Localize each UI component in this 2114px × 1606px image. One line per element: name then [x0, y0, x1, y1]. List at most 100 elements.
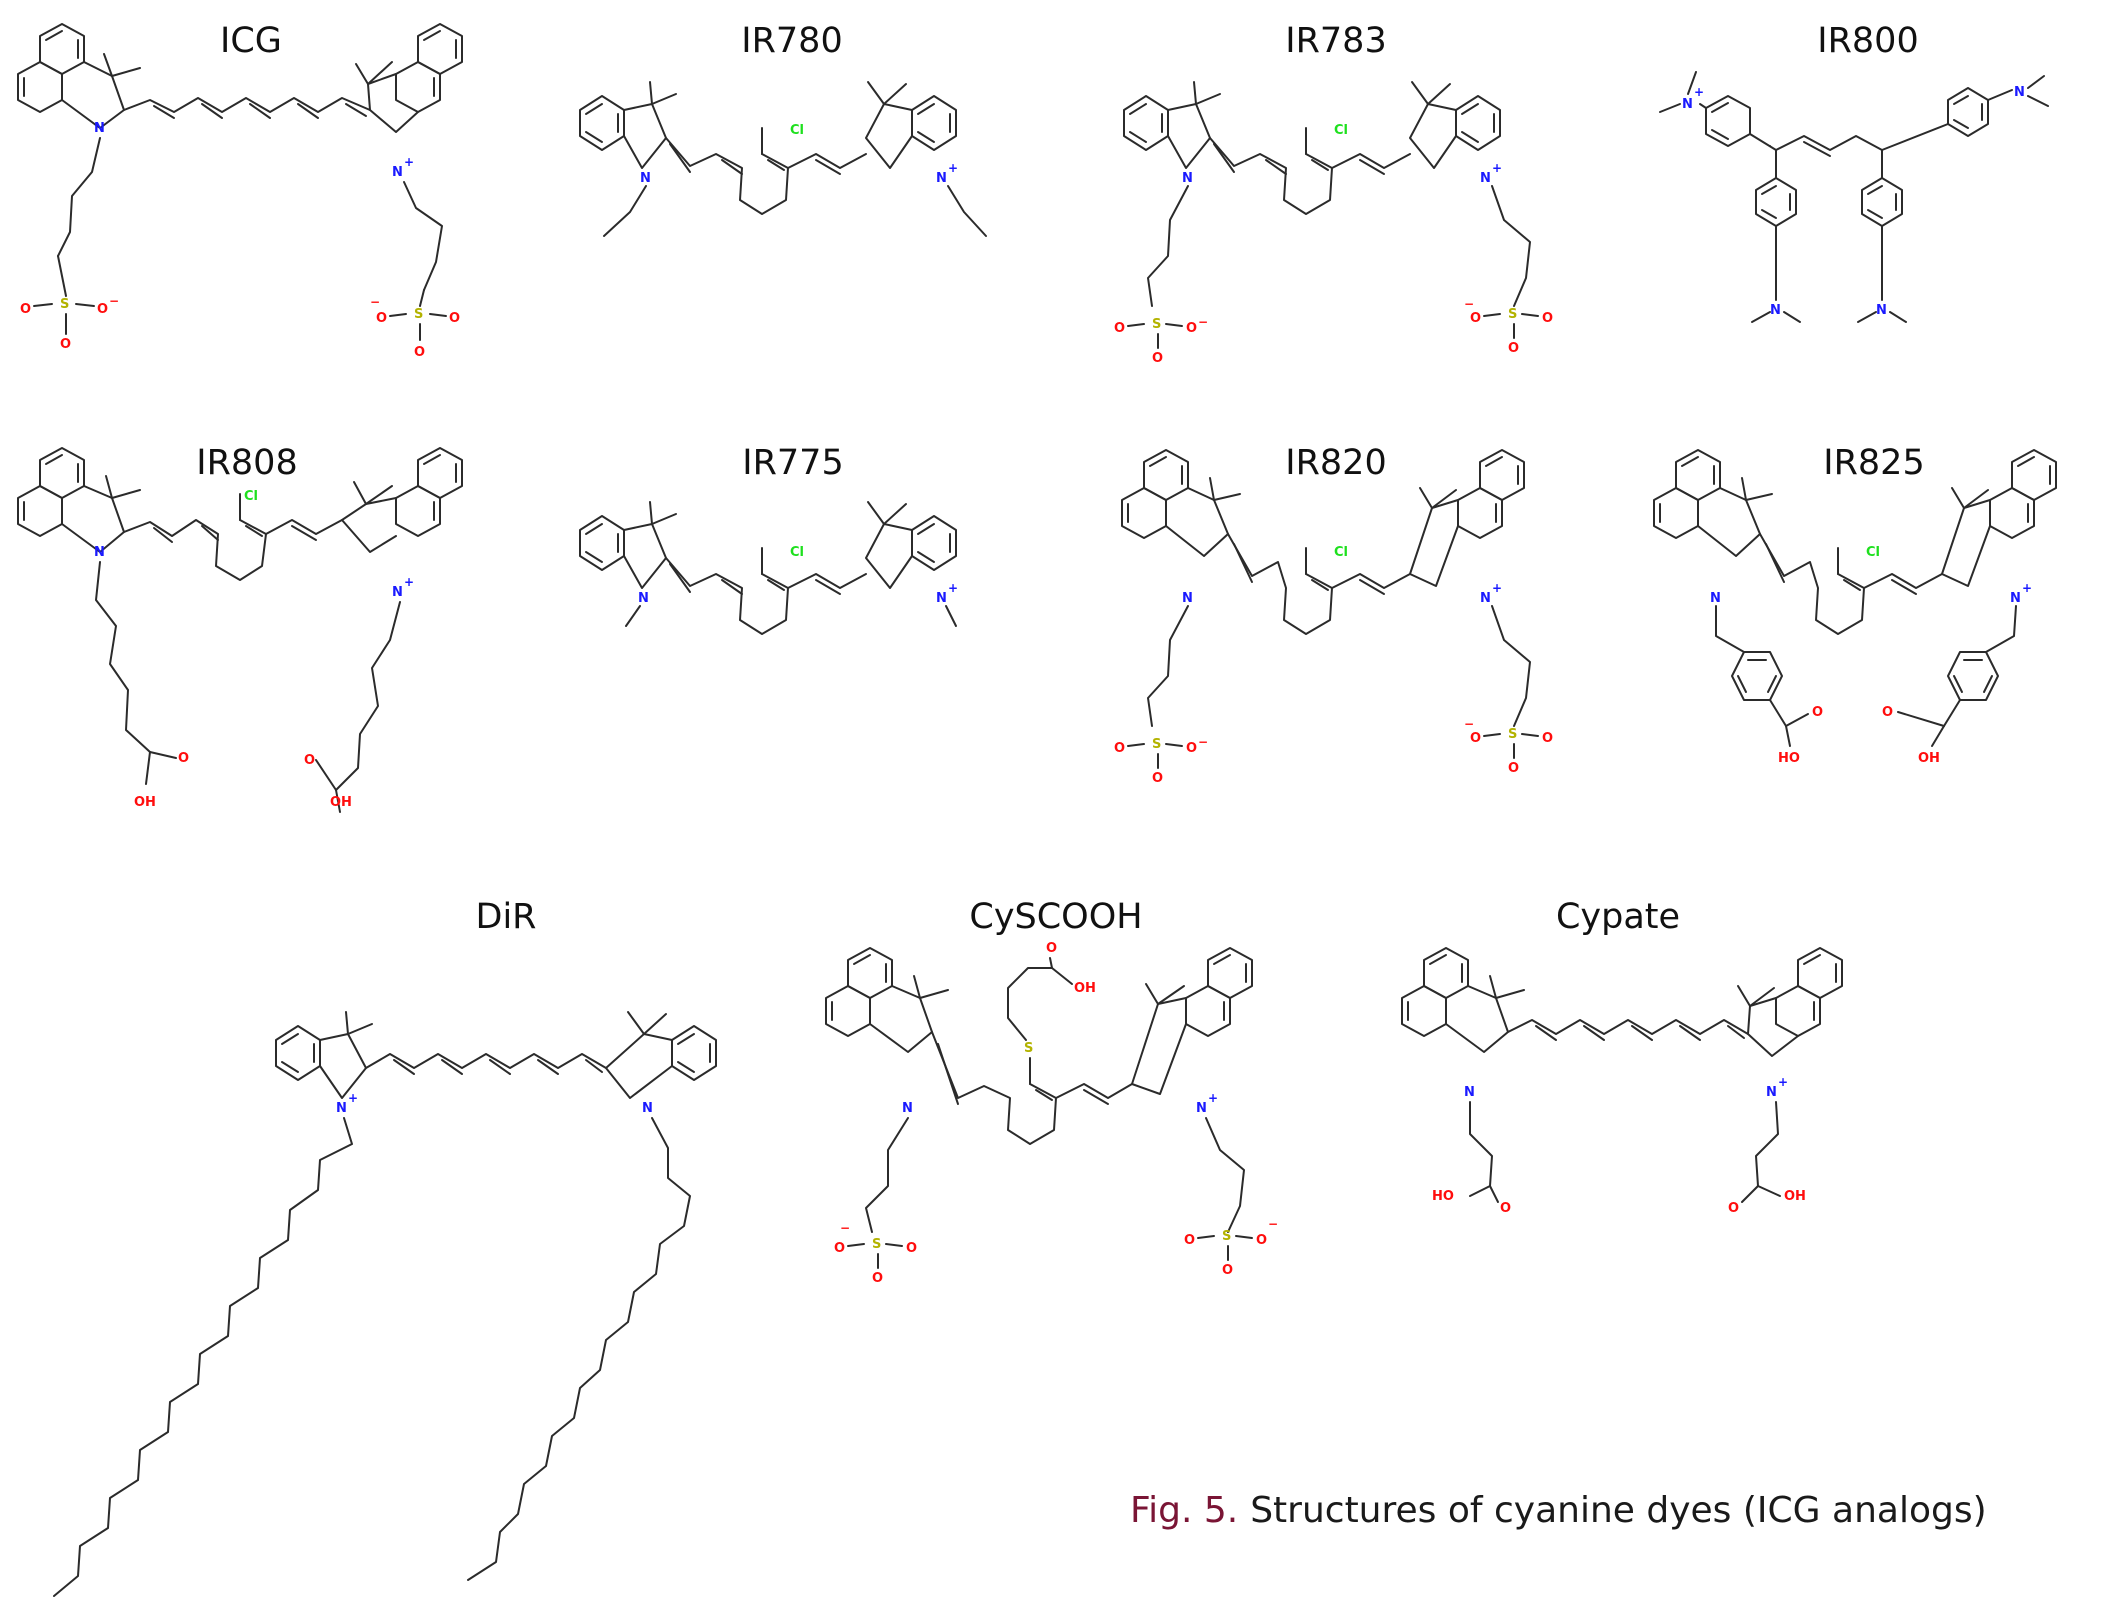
atom-n: N [1182, 171, 1193, 186]
atom-o: O [1152, 771, 1163, 786]
figure-caption: Fig. 5.Structures of cyanine dyes (ICG a… [1130, 1490, 1987, 1531]
charge-minus: − [1464, 717, 1474, 731]
dye-name-dir: DiR [476, 897, 537, 937]
atom-o: O [1508, 761, 1519, 776]
structure-cyscooh: N S O O O − S O OH [825, 941, 1278, 1286]
atom-s: S [1508, 727, 1517, 742]
dye-name-ir825: IR825 [1823, 443, 1924, 483]
charge-plus: + [1492, 581, 1502, 595]
atom-o: O [1222, 1263, 1233, 1278]
charge-plus: + [348, 1091, 358, 1105]
atom-n: N [1766, 1085, 1777, 1100]
atom-n: N [1480, 171, 1491, 186]
atom-n: N [640, 171, 651, 186]
atom-o: O [1728, 1201, 1739, 1216]
atom-o: O [1114, 741, 1125, 756]
structure-cypate: N O HO N + O OH [1401, 947, 1843, 1216]
structure-ir825: N O HO Cl N + [1653, 449, 2057, 766]
dye-ir800: IR800 N + N [1659, 21, 2049, 323]
dye-name-ir808: IR808 [196, 443, 297, 483]
dye-name-cypate: Cypate [1556, 897, 1680, 937]
atom-cl: Cl [1866, 545, 1880, 560]
atom-n: N [1710, 591, 1721, 606]
dye-cypate: Cypate N O HO [1401, 897, 1843, 1216]
atom-s: S [1152, 737, 1161, 752]
atom-cl: Cl [1334, 545, 1348, 560]
dye-ir825: IR825 N O HO Cl [1653, 443, 2057, 766]
atom-o: O [20, 302, 31, 317]
atom-n: N [392, 165, 403, 180]
atom-o: O [872, 1271, 883, 1286]
atom-o: O [97, 302, 108, 317]
charge-plus: + [2022, 581, 2032, 595]
dye-ir775: IR775 N Cl N + [579, 443, 958, 635]
dye-ir808: IR808 N O OH Cl [17, 443, 463, 813]
structure-ir800: N + N N [1659, 71, 2049, 323]
atom-o: O [1184, 1233, 1195, 1248]
atom-s: S [1508, 307, 1517, 322]
atom-o: OH [1918, 751, 1940, 766]
atom-cl: Cl [1334, 123, 1348, 138]
dye-name-ir800: IR800 [1817, 21, 1918, 61]
atom-n: N [1682, 97, 1693, 112]
dye-ir820: IR820 N S O O O − Cl [1114, 443, 1553, 786]
dye-name-ir820: IR820 [1285, 443, 1386, 483]
atom-o: O [414, 345, 425, 360]
dye-cyscooh: CySCOOH N S O O O − S O [825, 897, 1278, 1286]
atom-n: N [2014, 85, 2025, 100]
atom-n: N [1182, 591, 1193, 606]
atom-o: O [304, 753, 315, 768]
atom-n: N [642, 1101, 653, 1116]
structure-ir820: N S O O O − Cl N + [1114, 449, 1553, 786]
atom-s: S [1222, 1229, 1231, 1244]
atom-n: N [936, 591, 947, 606]
atom-n: N [1876, 303, 1887, 318]
atom-o: HO [1778, 751, 1800, 766]
charge-plus: + [404, 575, 414, 589]
atom-s: S [872, 1237, 881, 1252]
atom-n: N [1196, 1101, 1207, 1116]
atom-n: N [1770, 303, 1781, 318]
structure-dir: N + N [53, 1011, 717, 1597]
dye-name-ir775: IR775 [742, 443, 843, 483]
structure-icg: N S O O O − [17, 23, 463, 360]
atom-o: O [1114, 321, 1125, 336]
charge-minus: − [1464, 297, 1474, 311]
dye-name-cyscooh: CySCOOH [969, 897, 1142, 937]
dye-ir783: IR783 N S O O O − Cl [1114, 21, 1553, 366]
atom-o: O [60, 337, 71, 352]
charge-minus: − [109, 294, 119, 308]
charge-plus: + [404, 155, 414, 169]
atom-n: N [392, 585, 403, 600]
atom-s: S [60, 297, 69, 312]
atom-o: OH [1784, 1189, 1806, 1204]
charge-plus: + [1694, 85, 1704, 99]
atom-o: O [1186, 741, 1197, 756]
dye-dir: DiR N + N [53, 897, 717, 1597]
atom-o: O [834, 1241, 845, 1256]
atom-n: N [936, 171, 947, 186]
dye-name-ir780: IR780 [741, 21, 842, 61]
charge-minus: − [840, 1221, 850, 1235]
atom-n: N [1464, 1085, 1475, 1100]
charge-minus: − [370, 295, 380, 309]
atom-o: OH [134, 795, 156, 810]
atom-o: O [178, 751, 189, 766]
charge-plus: + [948, 581, 958, 595]
charge-plus: + [948, 161, 958, 175]
atom-n: N [2010, 591, 2021, 606]
charge-plus: + [1492, 161, 1502, 175]
atom-o: O [906, 1241, 917, 1256]
atom-o: HO [1432, 1189, 1454, 1204]
charge-plus: + [1778, 1075, 1788, 1089]
atom-o: O [376, 311, 387, 326]
atom-o: O [449, 311, 460, 326]
atom-n: N [902, 1101, 913, 1116]
atom-cl: Cl [790, 545, 804, 560]
atom-o: O [1500, 1201, 1511, 1216]
atom-n: N [638, 591, 649, 606]
atom-o: O [1542, 311, 1553, 326]
atom-s: S [1024, 1041, 1033, 1056]
atom-s: S [414, 307, 423, 322]
